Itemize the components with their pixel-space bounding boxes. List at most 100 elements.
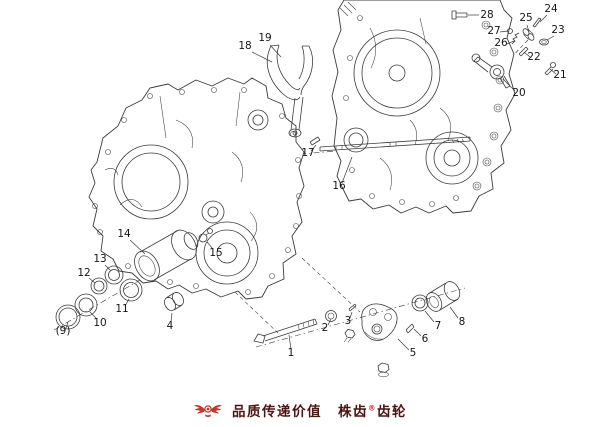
seal-ring-10 (74, 293, 98, 317)
top-right-small-parts (451, 10, 557, 89)
part-label-26: 26 (494, 37, 508, 49)
part-label-10: 10 (93, 317, 106, 329)
detent-pin (309, 136, 321, 146)
left-housing-ribs (104, 91, 258, 242)
leader-line (170, 312, 173, 323)
brand-name: 株齿 (338, 404, 368, 420)
part-label-19: 19 (258, 32, 271, 44)
leader-line (502, 78, 516, 92)
leader-line (499, 30, 509, 33)
leader-line (523, 51, 531, 58)
leader-line (129, 239, 146, 255)
washer-2 (325, 310, 337, 322)
coupling-sleeve-8 (425, 281, 461, 312)
leader-line (288, 334, 292, 350)
part-label-25: 25 (519, 12, 532, 24)
cover-plate-5 (361, 303, 398, 341)
part-label-15: 15 (209, 247, 222, 259)
part-label-16: 16 (332, 180, 346, 192)
ring-12 (90, 277, 108, 295)
ring-7 (411, 294, 429, 312)
registered-mark-icon: ® (368, 403, 377, 413)
part-label-27: 27 (487, 25, 500, 37)
part-label-12: 12 (77, 267, 90, 279)
leader-line (327, 318, 332, 326)
small-parts-15 (198, 228, 213, 243)
leader-line (341, 156, 353, 184)
right-housing (331, 0, 516, 214)
part-label-23: 23 (551, 24, 564, 36)
leader-line (349, 311, 353, 319)
leader-line (251, 51, 273, 63)
part-label-28: 28 (480, 9, 493, 21)
leader-line (526, 24, 530, 33)
left-housing-bolt-holes (92, 87, 302, 295)
part-label-1: 1 (288, 347, 295, 359)
part-label-9: (9) (56, 325, 71, 337)
leader-line (449, 306, 459, 319)
leader-line (397, 338, 410, 351)
part-label-4: 4 (167, 320, 174, 332)
part-label-20: 20 (512, 87, 525, 99)
left-housing (88, 77, 305, 300)
part-label-14: 14 (117, 228, 131, 240)
leader-line (124, 298, 130, 307)
leader-line (88, 277, 96, 284)
brand-suffix: 齿轮 (377, 404, 407, 420)
part-label-6: 6 (422, 333, 429, 345)
plunger-25 (522, 28, 535, 41)
part-label-24: 24 (544, 3, 558, 15)
part-label-21: 21 (553, 69, 566, 81)
hex-bolt-under-3 (343, 329, 356, 343)
right-housing-ribs (339, 1, 451, 191)
bolt-21 (544, 62, 557, 76)
bearing-13 (104, 265, 124, 285)
washer-23 (539, 38, 549, 46)
bottom-right-bolt-group (253, 281, 461, 378)
shift-shaft (309, 136, 471, 152)
right-housing-bolt-holes (343, 15, 505, 207)
snap-ring-9 (55, 304, 81, 330)
bolt-1 (253, 318, 318, 344)
bottom-left-bearing-group (55, 228, 213, 330)
leader-line (310, 144, 317, 152)
leader-line (89, 311, 98, 320)
leader-line (206, 241, 214, 250)
leader-line (539, 14, 548, 23)
part-label-17: 17 (301, 147, 314, 159)
part-label-11: 11 (115, 303, 128, 315)
ring-11 (119, 278, 143, 302)
footer-slogan: 品质传递价值株齿®齿轮 (232, 400, 407, 421)
spring-26 (511, 32, 520, 45)
shift-fork (266, 44, 314, 138)
leader-line (506, 40, 515, 45)
slogan-text: 品质传递价值 (232, 404, 322, 420)
part-label-5: 5 (410, 347, 417, 359)
leader-line (65, 321, 69, 329)
hex-plug (377, 362, 390, 378)
part-label-13: 13 (93, 253, 106, 265)
leader-line (424, 310, 435, 323)
part-label-2: 2 (322, 322, 329, 334)
part-label-8: 8 (459, 316, 466, 328)
leader-line (104, 264, 112, 272)
rocker-arm-20 (471, 53, 511, 89)
winged-emblem-icon (194, 404, 222, 417)
part-label-7: 7 (435, 320, 442, 332)
pin-6 (405, 323, 415, 334)
bolt-28 (451, 10, 468, 20)
leader-line (269, 44, 282, 58)
footer: 品质传递价值株齿®齿轮 (0, 400, 600, 420)
pin-24 (532, 17, 542, 28)
bushing-4 (164, 292, 184, 311)
leader-line (546, 35, 555, 41)
part-label-18: 18 (238, 40, 251, 52)
part-label-22: 22 (527, 51, 540, 63)
stud-3 (348, 303, 357, 312)
cylinder-housing-14 (134, 229, 199, 282)
leader-line (413, 328, 422, 337)
part-label-3: 3 (345, 315, 352, 327)
